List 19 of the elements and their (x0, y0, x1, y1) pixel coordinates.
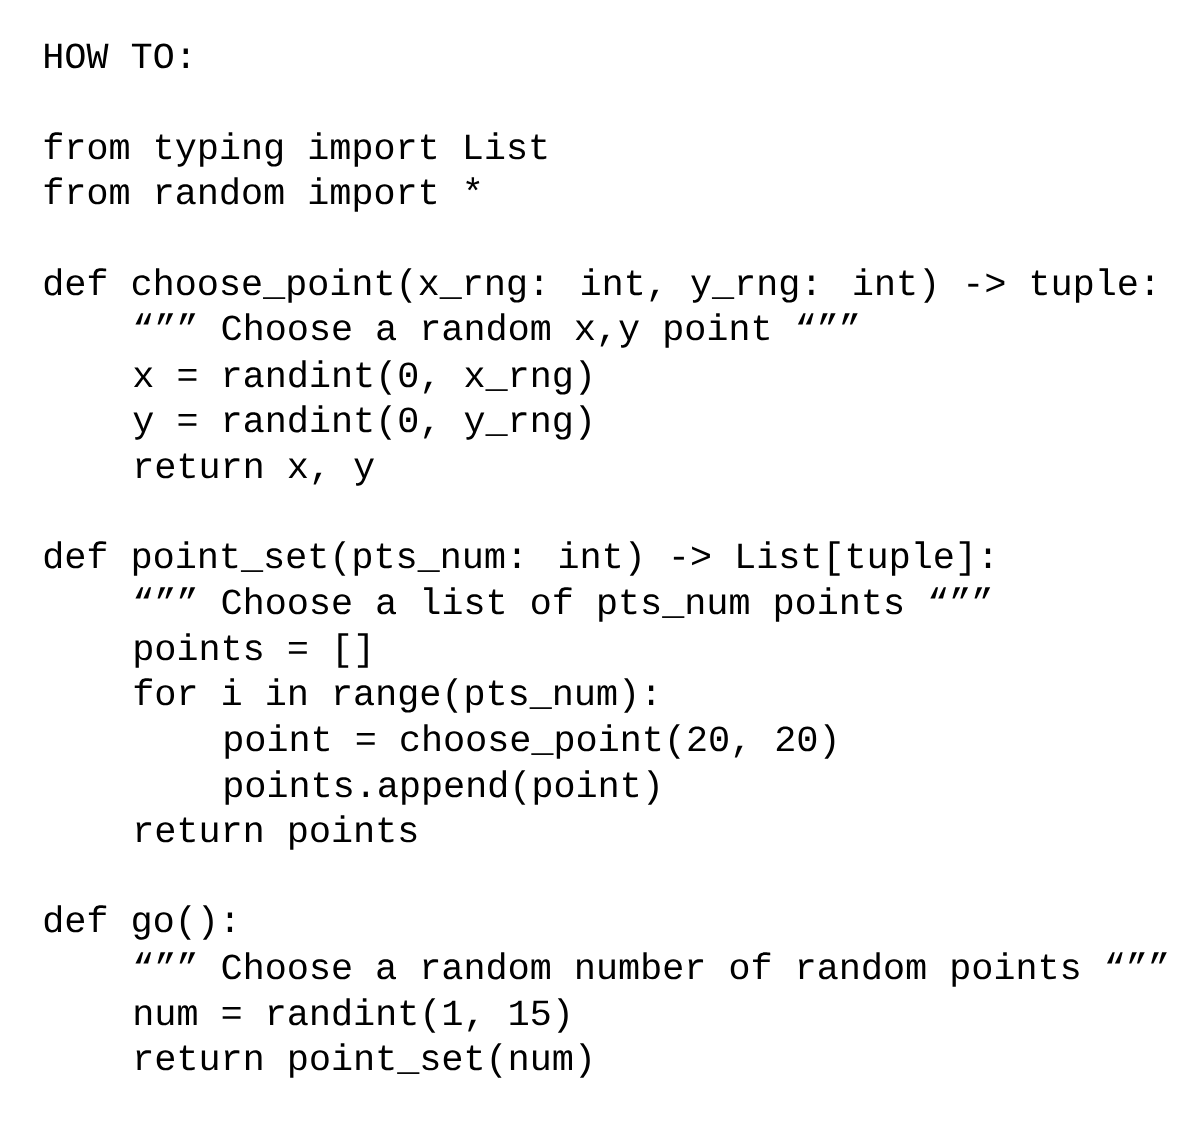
code-line: points = [] (135, 633, 368, 668)
code-line: return x, y (136, 453, 374, 486)
code-line: y = randint(0, y_rng) (133, 405, 590, 440)
code-line: num = randint(1, 15) (135, 998, 568, 1033)
code-line: return point_set(num) (136, 1043, 590, 1078)
code-line: x = randint(0, x_rng) (133, 360, 590, 395)
code-line: return points (136, 815, 417, 850)
code-line: from typing import List (44, 132, 547, 167)
code-line: point = choose_point(20, 20) (225, 724, 835, 759)
code-line: “”” Choose a list of pts_num points “”” (135, 587, 991, 622)
code-line: for i in range(pts_num): (134, 678, 654, 713)
code-line: def choose_point(x_rng: int, y_rng: int) -> tuple: (44, 268, 1153, 303)
code-line: from random import * (44, 177, 480, 212)
code-line: def point_set(pts_num: int) -> List[tuple]: (44, 541, 991, 576)
code-line: “”” Choose a random x,y point “”” (135, 313, 858, 348)
code-line: points.append(point) (225, 770, 658, 805)
code-line: def go(): (44, 905, 233, 940)
code-line: “”” Choose a random number of random points “”” (135, 952, 1167, 987)
heading: HOW TO: (45, 43, 188, 69)
